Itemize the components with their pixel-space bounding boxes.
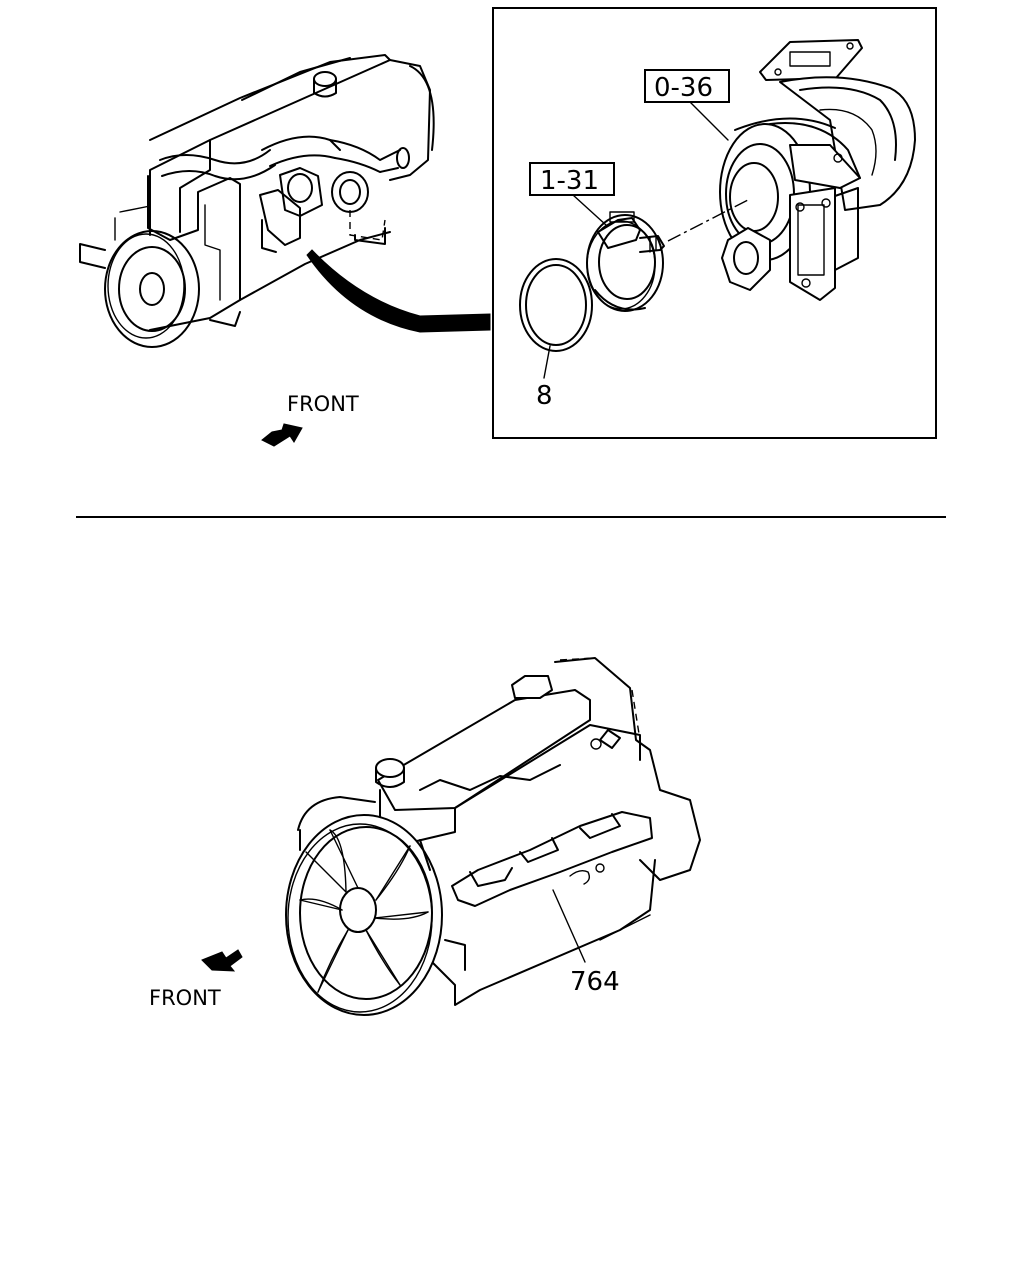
callout-gasket: 8 [536,381,553,411]
gasket-ring-illustration [519,258,593,352]
top-front-label: FRONT [287,392,359,416]
bottom-engine-illustration [285,657,701,1016]
bottom-front-arrow-icon [201,949,243,972]
turbocharger-illustration [719,39,916,301]
assembly-axis [667,199,749,242]
callout-box-clamp [529,162,615,196]
callout-clamp: 1-31 [540,166,599,196]
callout-box-turbo [644,69,730,103]
detail-frame [492,7,937,439]
bottom-front-label: FRONT [149,986,221,1010]
top-front-arrow-icon [261,423,303,447]
vband-clamp-illustration [586,211,665,312]
callout-cover: 764 [570,967,620,997]
top-engine-illustration [79,54,435,348]
detail-leader [306,249,491,333]
callout-turbo: 0-36 [654,73,713,103]
